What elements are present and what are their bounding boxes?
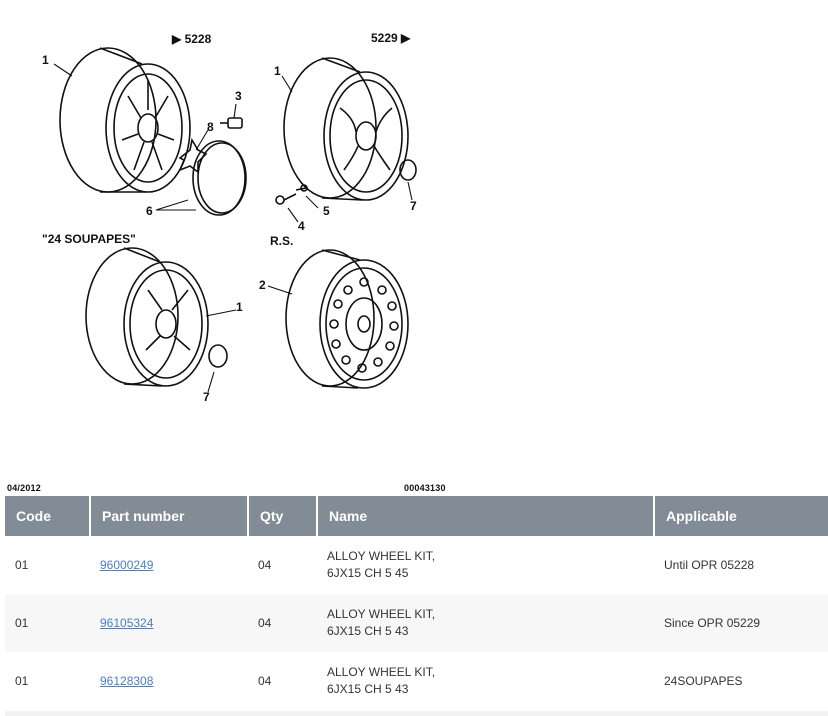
cell-applicable: Since OPR 05229	[654, 594, 828, 652]
column-header-applicable[interactable]: Applicable	[654, 496, 828, 536]
table-row: 01 96105324 04 ALLOY WHEEL KIT, 6JX15 CH…	[5, 594, 828, 652]
part-number-link[interactable]: 96105324	[100, 616, 154, 630]
part-number-link[interactable]: 96128308	[100, 674, 154, 688]
name-line-2: 6JX15 CH 5 43	[327, 682, 409, 696]
cell-part-number: 96128308	[90, 652, 248, 710]
cell-name: ALLOY WHEEL KIT, 6JX15 CH 5 43	[317, 652, 654, 710]
cell-code: 01	[15, 674, 29, 688]
variant-label-5229: 5229 ▶	[371, 31, 411, 45]
callout-4: 4	[298, 219, 305, 233]
cell-qty: 04	[258, 558, 272, 572]
diagram-code: 00043130	[404, 483, 446, 493]
callout-7: 7	[203, 390, 210, 404]
cell-qty: 04	[258, 674, 272, 688]
cell-part-number: 96105324	[90, 594, 248, 652]
name-line-2: 6JX15 CH 5 43	[327, 624, 409, 638]
callout-2: 2	[259, 278, 266, 292]
column-header-name[interactable]: Name	[317, 496, 655, 536]
column-header-code[interactable]: Code	[5, 496, 91, 536]
cell-qty: 04	[248, 594, 317, 652]
wheel-illustration-24-soupapes	[85, 247, 228, 387]
column-header-part-number[interactable]: Part number	[90, 496, 249, 536]
table-row: 01 96000249 04 ALLOY WHEEL KIT, 6JX15 CH…	[5, 536, 828, 594]
table-row: 01 96128308 04 ALLOY WHEEL KIT, 6JX15 CH…	[5, 652, 828, 710]
table-header-row: Code Part number Qty Name Applicable	[5, 496, 828, 536]
callout-3: 3	[235, 89, 242, 103]
variant-label-5228: ▶ 5228	[171, 32, 212, 46]
part-number-link[interactable]: 96000249	[100, 558, 154, 572]
callout-1: 1	[42, 53, 49, 67]
callout-7: 7	[410, 199, 417, 213]
callout-6: 6	[146, 204, 153, 218]
name-line-1: ALLOY WHEEL KIT,	[327, 607, 436, 621]
variant-label-rs: R.S.	[270, 234, 293, 248]
column-header-qty[interactable]: Qty	[248, 496, 318, 536]
wheel-illustration-5229	[275, 57, 417, 205]
cell-code: 01	[5, 594, 90, 652]
parts-diagram: ▶ 5228 5229 ▶ "24 SOUPAPES" R.S. 1 3 8 6…	[42, 31, 417, 404]
wheel-illustration-rs	[285, 249, 409, 389]
variant-label-24-soupapes: "24 SOUPAPES"	[42, 232, 136, 246]
cell-name: ALLOY WHEEL KIT, 6JX15 CH 5 43	[317, 594, 654, 652]
name-line-2: 6JX15 CH 5 45	[327, 566, 409, 580]
cell-name: ALLOY WHEEL KIT, 6JX15 CH 5 45	[317, 536, 654, 594]
parts-table: Code Part number Qty Name Applicable 01 …	[5, 496, 828, 710]
next-row-partial	[5, 711, 828, 716]
cell-code: 01	[15, 558, 29, 572]
cell-part-number: 96000249	[90, 536, 248, 594]
callout-8: 8	[207, 120, 214, 134]
wheel-diagram-svg: ▶ 5228 5229 ▶ "24 SOUPAPES" R.S. 1 3 8 6…	[42, 31, 417, 404]
cell-applicable: Until OPR 05228	[664, 558, 755, 572]
cell-applicable: 24SOUPAPES	[664, 674, 743, 688]
callout-1: 1	[274, 64, 281, 78]
callout-1: 1	[236, 300, 243, 314]
name-line-1: ALLOY WHEEL KIT,	[327, 665, 436, 679]
wheel-illustration-5228	[59, 47, 247, 216]
diagram-date: 04/2012	[7, 483, 41, 493]
callout-5: 5	[323, 204, 330, 218]
name-line-1: ALLOY WHEEL KIT,	[327, 549, 436, 563]
